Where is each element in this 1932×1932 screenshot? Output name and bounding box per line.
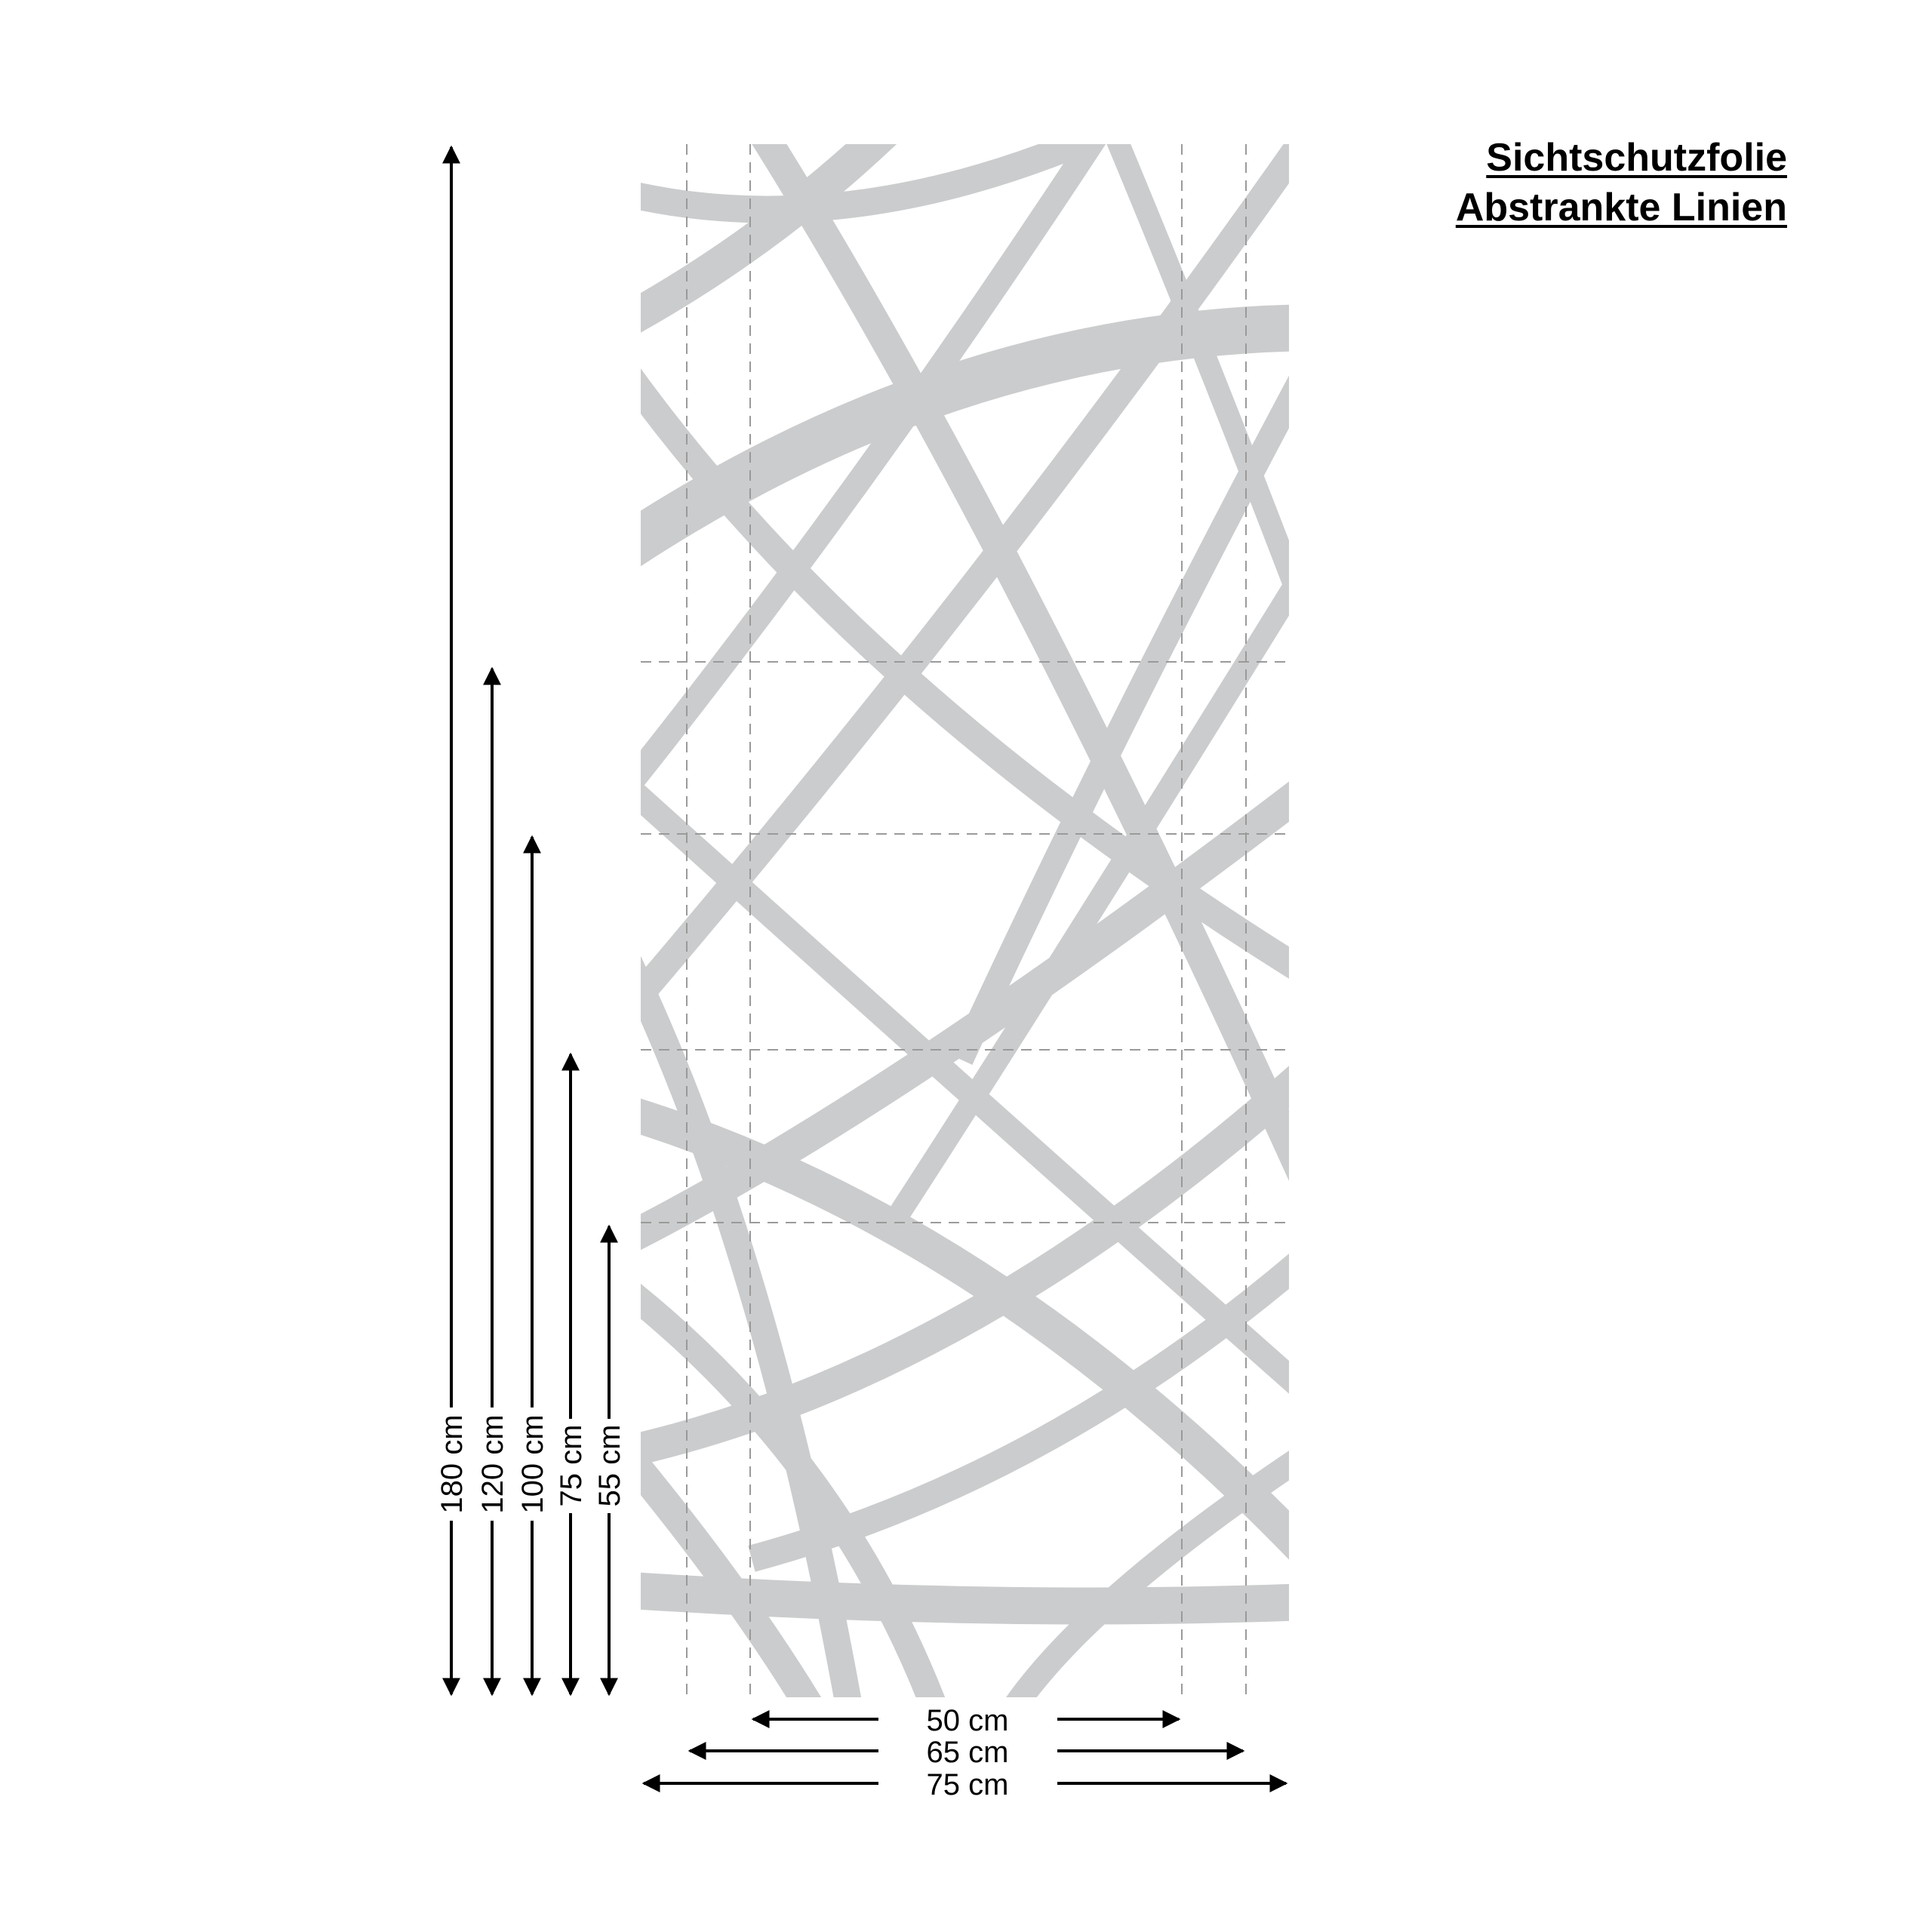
title-line-2: Abstrankte Linien [1455, 186, 1787, 229]
width-label-65: 65 cm [927, 1736, 1009, 1769]
height-label-100: 100 cm [516, 1414, 549, 1513]
title-line-1: Sichtschutzfolie [1486, 136, 1787, 180]
width-label-75: 75 cm [927, 1768, 1009, 1801]
height-label-75: 75 cm [555, 1425, 588, 1507]
height-label-180: 180 cm [435, 1414, 469, 1513]
height-label-120: 120 cm [476, 1414, 509, 1513]
cut-guides [641, 144, 1289, 1697]
width-arrows [641, 1710, 1288, 1792]
width-label-50: 50 cm [927, 1704, 1009, 1737]
height-arrows [442, 145, 618, 1697]
height-label-55: 55 cm [593, 1425, 626, 1507]
product-title: Sichtschutzfolie Abstrankte Linien [1456, 133, 1787, 232]
film-pattern [641, 144, 1289, 1697]
